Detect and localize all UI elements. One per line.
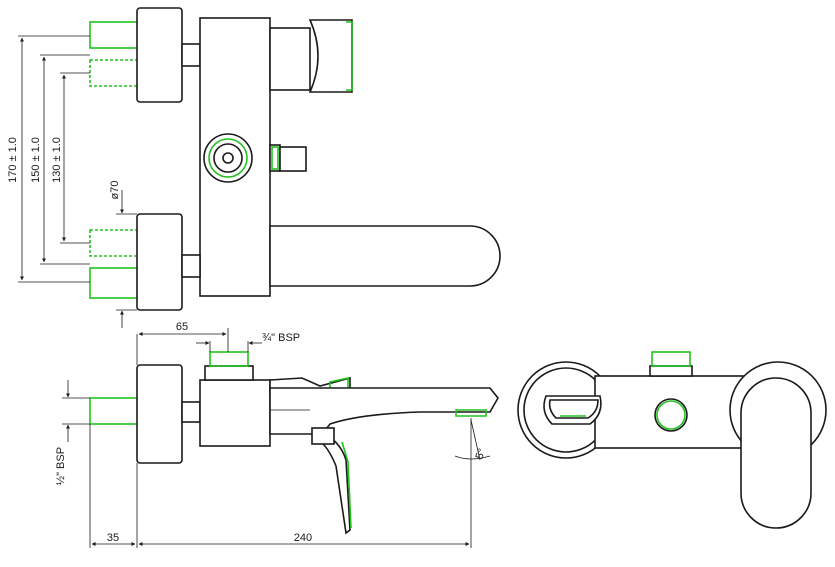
diverter-center <box>222 152 234 164</box>
lower-inlet-pipe-alt <box>89 229 139 257</box>
lower-connector-nut <box>181 254 201 278</box>
side-view <box>89 351 499 535</box>
side-view-dimensions: 65 ¾" BSP ½" BSP 35 240 5° <box>55 321 491 548</box>
lever-housing <box>269 27 311 91</box>
diverter-ring-inner <box>213 143 243 173</box>
front-spout-end <box>543 395 602 425</box>
dim-bsp-outlet: ¾" BSP <box>262 332 300 344</box>
side-lever-base <box>311 427 335 445</box>
diverter-ring-outer <box>203 133 253 183</box>
dim-bsp-inlet: ½" BSP <box>55 447 67 485</box>
side-connector-nut <box>181 401 201 423</box>
side-lever-handle <box>317 428 351 535</box>
front-diverter-knob <box>654 398 688 432</box>
spout-top-view <box>269 225 501 287</box>
side-mixer-body <box>199 379 271 447</box>
lever-cap-green-edge <box>346 21 353 91</box>
top-view <box>89 7 501 311</box>
shower-connector-green <box>271 146 279 170</box>
front-spout-end-inner <box>548 399 599 419</box>
dim-35: 35 <box>107 532 119 544</box>
dim-65: 65 <box>176 321 188 333</box>
side-top-connector-green <box>209 351 249 367</box>
dim-130: 130 ± 1.0 <box>51 137 63 183</box>
lever-cap <box>308 19 353 93</box>
side-spout-tip-green <box>455 409 487 417</box>
front-top-connector <box>649 365 693 377</box>
front-diverter-knob-green <box>656 400 686 430</box>
dim-170: 170 ± 1.0 <box>7 137 19 183</box>
top-view-dimensions: 170 ± 1.0 150 ± 1.0 130 ± 1.0 ø70 <box>7 35 137 328</box>
upper-connector-nut <box>181 43 201 67</box>
lower-inlet-pipe <box>89 267 139 299</box>
diverter-ring-green <box>208 138 248 178</box>
dim-angle-5: 5° <box>474 447 489 461</box>
side-top-connector <box>204 365 254 381</box>
upper-inlet-pipe <box>89 21 139 49</box>
front-lever <box>740 377 812 529</box>
side-inlet-pipe <box>89 397 139 425</box>
front-top-connector-green <box>651 351 691 367</box>
dim-150: 150 ± 1.0 <box>30 137 42 183</box>
upper-inlet-pipe-alt <box>89 59 139 87</box>
front-view <box>517 351 827 529</box>
side-lever-handle-green <box>341 441 352 529</box>
dim-240: 240 <box>294 532 312 544</box>
side-spout <box>269 387 499 435</box>
dim-dia-70: ø70 <box>109 181 121 200</box>
upper-wall-flange <box>136 7 183 103</box>
side-wall-flange <box>136 364 183 464</box>
shower-connector-nut <box>279 146 307 172</box>
lower-wall-flange <box>136 213 183 311</box>
